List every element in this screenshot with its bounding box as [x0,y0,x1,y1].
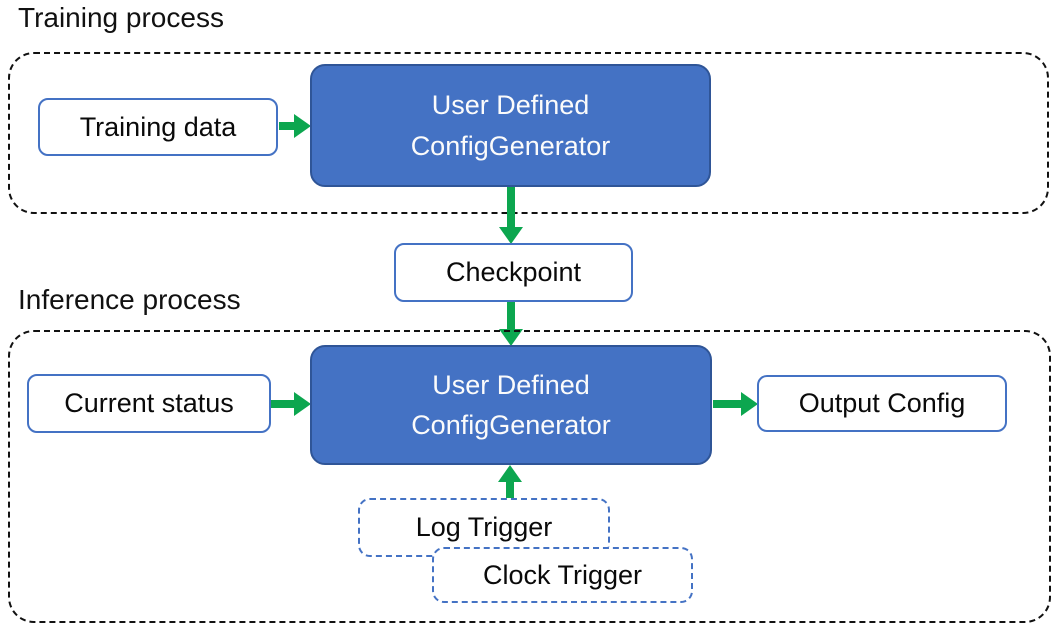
clock-trigger-node: Clock Trigger [432,547,693,603]
training-data-label: Training data [79,111,237,142]
config-generator-inference-label-line1: User Defined [432,369,590,400]
arrow-generator-to-checkpoint [499,187,523,244]
arrow-head-down-icon [499,329,523,346]
current-status-label: Current status [64,388,234,418]
arrow-shaft [507,187,515,227]
checkpoint-node: Checkpoint [394,243,633,302]
arrow-head-right-icon [294,392,311,416]
arrow-shaft [507,302,515,329]
arrow-training-data-to-generator [279,114,311,138]
training-process-label: Training process [18,2,224,33]
config-generator-inference-node: User Defined ConfigGenerator [310,345,712,465]
config-generator-inference-label-line2: ConfigGenerator [411,410,611,440]
config-generator-training-label-line1: User Defined [431,90,590,120]
output-config-label: Output Config [798,388,966,418]
output-config-node: Output Config [757,375,1007,432]
arrow-head-up-icon [498,465,522,482]
checkpoint-label: Checkpoint [445,257,582,287]
arrow-head-right-icon [741,392,758,416]
inference-process-container [8,330,1051,623]
arrow-shaft [279,122,294,130]
arrow-shaft [506,482,514,499]
arrow-trigger-to-generator [498,465,522,499]
arrow-generator-to-output-config [713,392,758,416]
training-data-node: Training data [38,98,278,156]
log-trigger-label: Log Trigger [415,512,553,542]
arrow-shaft [713,400,741,408]
arrow-shaft [271,400,294,408]
training-process-container [8,52,1049,214]
config-generator-training-node: User Defined ConfigGenerator [310,64,711,187]
inference-process-label: Inference process [18,284,241,315]
arrow-head-right-icon [294,114,311,138]
current-status-node: Current status [27,374,271,433]
config-generator-training-label-line2: ConfigGenerator [410,130,611,161]
clock-trigger-label: Clock Trigger [482,559,643,590]
arrow-current-status-to-generator [271,392,311,416]
arrow-checkpoint-to-generator [499,302,523,346]
arrow-head-down-icon [499,227,523,244]
